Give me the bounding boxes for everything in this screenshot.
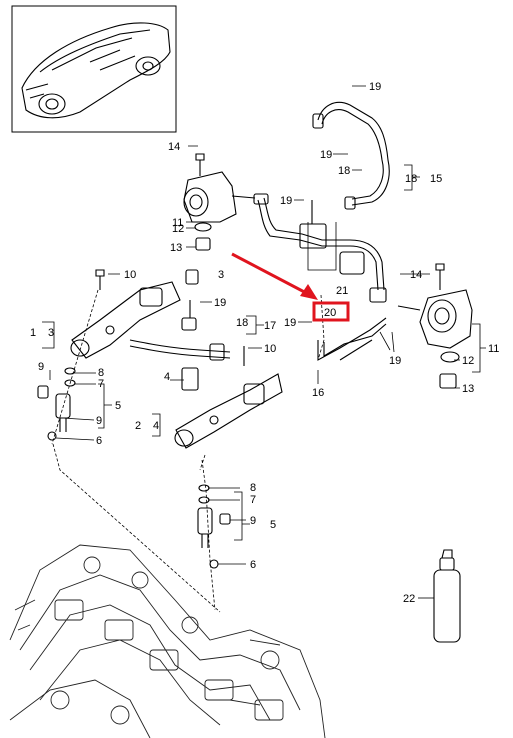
label-4: 4 — [153, 420, 159, 432]
label-10: 10 — [264, 343, 276, 355]
label-9: 9 — [96, 415, 102, 427]
label-5: 5 — [270, 519, 276, 531]
label-10: 10 — [124, 269, 136, 281]
label-14: 14 — [410, 269, 422, 281]
label-12: 12 — [172, 223, 184, 235]
label-9: 9 — [250, 515, 256, 527]
fuel-line-upper — [312, 101, 390, 210]
label-20: 20 — [324, 307, 336, 319]
label-11: 11 — [172, 217, 183, 229]
label-19: 19 — [280, 195, 292, 207]
label-5: 5 — [115, 400, 121, 412]
label-14: 14 — [168, 141, 180, 153]
injector-lower — [197, 484, 231, 569]
injector-upper — [37, 367, 76, 441]
label-1: 1 — [30, 327, 36, 339]
label-21: 21 — [336, 285, 348, 297]
label-18: 18 — [338, 165, 350, 177]
label-6: 6 — [96, 435, 102, 447]
leader-lines — [42, 85, 486, 599]
fuel-line-assembly — [253, 193, 387, 303]
vehicle-thumbnail — [11, 5, 177, 133]
label-19: 19 — [284, 317, 296, 329]
label-22: 22 — [403, 593, 415, 605]
connecting-pipe — [129, 300, 231, 361]
label-13: 13 — [170, 242, 182, 254]
pointer-arrow — [231, 252, 318, 300]
label-19: 19 — [389, 355, 401, 367]
label-3: 3 — [48, 327, 54, 339]
label-19: 19 — [214, 297, 226, 309]
label-7: 7 — [250, 494, 256, 506]
high-pressure-pump-right — [397, 263, 473, 389]
label-7: 7 — [98, 378, 104, 390]
fuel-rail-upper — [70, 269, 199, 359]
fuel-rail-lower — [174, 346, 283, 449]
label-19: 19 — [369, 81, 381, 93]
part-labels: 19 14 19 18 18 15 19 11 12 13 21 20 14 1… — [30, 81, 499, 605]
label-4: 4 — [164, 371, 170, 383]
label-3: 3 — [218, 269, 224, 281]
label-11: 11 — [488, 343, 499, 355]
label-6: 6 — [250, 559, 256, 571]
label-15: 15 — [430, 173, 442, 185]
highlight-box — [312, 301, 350, 322]
label-16: 16 — [312, 387, 324, 399]
label-2: 2 — [135, 420, 141, 432]
label-18: 18 — [236, 317, 248, 329]
high-pressure-pump-left — [183, 153, 256, 251]
dashed-guides — [51, 289, 325, 613]
label-18: 18 — [405, 173, 417, 185]
label-8: 8 — [250, 482, 256, 494]
label-9: 9 — [38, 361, 44, 373]
label-13: 13 — [462, 383, 474, 395]
engine-block — [9, 544, 326, 738]
label-19: 19 — [320, 149, 332, 161]
cleaner-bottle — [433, 549, 461, 643]
label-8: 8 — [98, 367, 104, 379]
label-12: 12 — [462, 355, 474, 367]
fuel-line-16 — [317, 317, 387, 361]
label-17: 17 — [264, 320, 276, 332]
